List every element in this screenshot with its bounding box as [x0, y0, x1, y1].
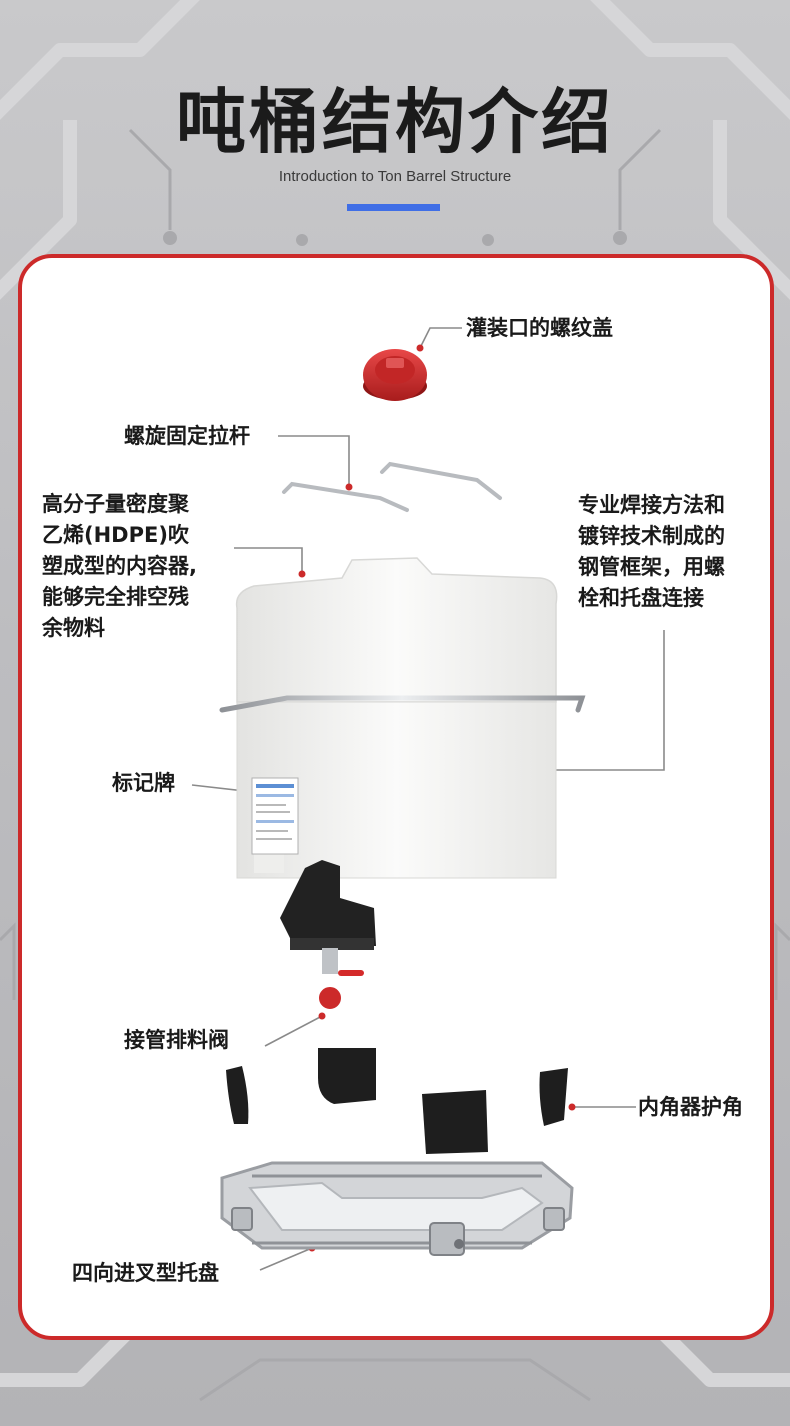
discharge-valve	[280, 860, 376, 1010]
label-hdpe-line-1: 高分子量密度聚	[42, 489, 252, 520]
screw-cap	[363, 349, 427, 401]
tie-rods	[284, 464, 500, 510]
label-frame-line-2: 镀锌技术制成的	[578, 521, 768, 552]
label-pallet: 四向进叉型托盘	[72, 1258, 219, 1289]
label-frame-line-4: 栓和托盘连接	[578, 583, 768, 614]
page-header: 吨桶结构介绍 Introduction to Ton Barrel Struct…	[0, 0, 790, 230]
page-title: 吨桶结构介绍	[0, 82, 790, 162]
label-corner-protector: 内角器护角	[638, 1092, 743, 1123]
label-tie-rod: 螺旋固定拉杆	[124, 421, 250, 452]
structure-card: 灌装口的螺纹盖 螺旋固定拉杆 高分子量密度聚 乙烯(HDPE)吹 塑成型的内容器…	[18, 254, 774, 1340]
leader-line-cap	[420, 328, 462, 348]
label-hdpe-line-3: 塑成型的内容器,	[42, 551, 252, 582]
label-frame-line-1: 专业焊接方法和	[578, 490, 768, 521]
page-subtitle: Introduction to Ton Barrel Structure	[0, 168, 790, 185]
four-way-pallet	[222, 1163, 572, 1255]
corner-protectors	[226, 1048, 568, 1154]
leader-line-rod	[278, 436, 349, 487]
label-hdpe-line-5: 余物料	[42, 613, 252, 644]
label-nameplate: 标记牌	[112, 768, 175, 799]
label-discharge-valve: 接管排料阀	[124, 1025, 229, 1056]
label-steel-frame: 专业焊接方法和 镀锌技术制成的 钢管框架，用螺 栓和托盘连接	[578, 490, 768, 614]
label-screw-cap: 灌装口的螺纹盖	[466, 313, 613, 344]
leader-line-valve	[265, 1016, 322, 1046]
title-accent-bar	[347, 204, 440, 211]
leader-line-pallet	[260, 1248, 312, 1270]
label-frame-line-3: 钢管框架，用螺	[578, 552, 768, 583]
label-hdpe-container: 高分子量密度聚 乙烯(HDPE)吹 塑成型的内容器, 能够完全排空残 余物料	[42, 489, 252, 644]
label-hdpe-line-2: 乙烯(HDPE)吹	[42, 520, 252, 551]
label-hdpe-line-4: 能够完全排空残	[42, 582, 252, 613]
